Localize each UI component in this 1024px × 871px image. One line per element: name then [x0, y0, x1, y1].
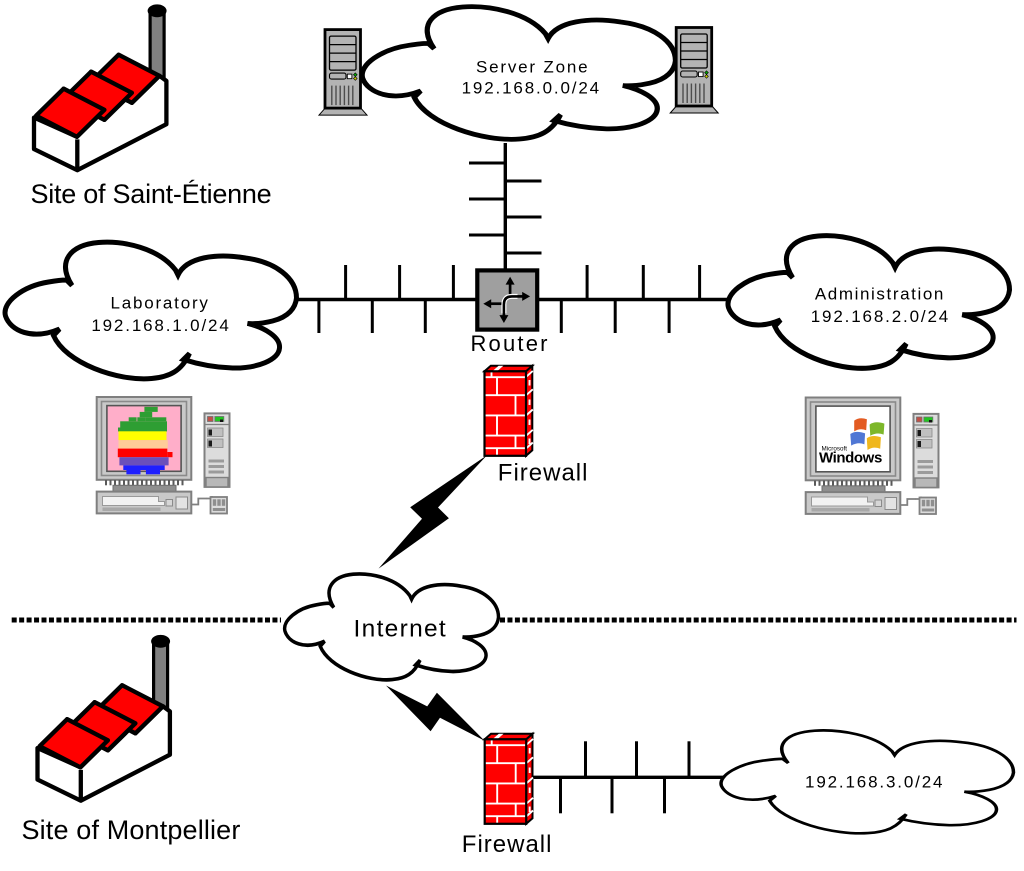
svg-text:192.168.3.0/24: 192.168.3.0/24	[805, 772, 944, 791]
svg-text:Site of Saint-Étienne: Site of Saint-Étienne	[31, 179, 272, 209]
svg-text:Site of Montpellier: Site of Montpellier	[22, 815, 241, 845]
svg-text:Server Zone: Server Zone	[476, 58, 589, 77]
svg-text:192.168.2.0/24: 192.168.2.0/24	[811, 307, 950, 326]
svg-text:Router: Router	[470, 331, 549, 356]
svg-text:Administration: Administration	[815, 284, 945, 303]
svg-text:Windows: Windows	[819, 449, 882, 466]
svg-text:Firewall: Firewall	[498, 459, 589, 486]
svg-text:Microsoft: Microsoft	[822, 446, 848, 453]
svg-text:192.168.1.0/24: 192.168.1.0/24	[91, 316, 230, 335]
svg-text:192.168.0.0/24: 192.168.0.0/24	[462, 78, 601, 97]
svg-text:Internet: Internet	[354, 616, 447, 643]
svg-text:Firewall: Firewall	[462, 831, 553, 858]
svg-text:Laboratory: Laboratory	[110, 293, 209, 312]
